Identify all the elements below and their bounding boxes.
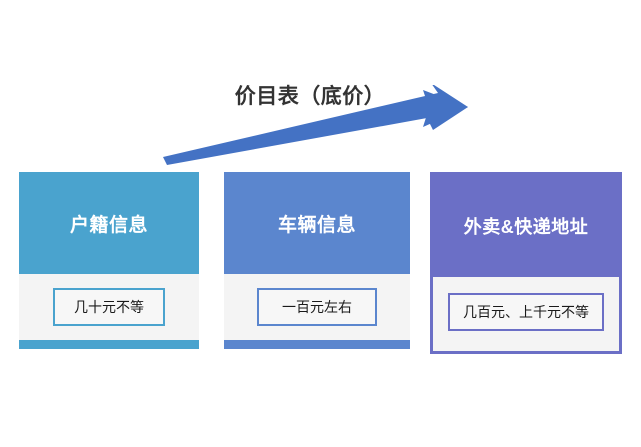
card-body-household-registration: 几十元不等 xyxy=(19,274,199,340)
price-value-delivery-address: 几百元、上千元不等 xyxy=(448,293,604,331)
card-header-delivery-address: 外卖&快递地址 xyxy=(433,175,619,277)
price-card-row: 户籍信息 几十元不等 车辆信息 一百元左右 外卖&快递地址 几百元、上千元不等 xyxy=(19,172,622,357)
price-value-household-registration: 几十元不等 xyxy=(53,288,165,326)
price-value-vehicle-information: 一百元左右 xyxy=(257,288,377,326)
arrow-shape xyxy=(163,85,468,165)
card-body-vehicle-information: 一百元左右 xyxy=(224,274,410,340)
card-footer-bar-household-registration xyxy=(19,340,199,349)
price-card-delivery-address[interactable]: 外卖&快递地址 几百元、上千元不等 xyxy=(430,172,622,354)
upward-trend-arrow xyxy=(155,85,480,165)
card-footer-bar-vehicle-information xyxy=(224,340,410,349)
card-header-household-registration: 户籍信息 xyxy=(19,172,199,274)
card-body-delivery-address: 几百元、上千元不等 xyxy=(433,277,619,347)
price-card-household-registration[interactable]: 户籍信息 几十元不等 xyxy=(19,172,199,349)
page-title: 价目表（底价） xyxy=(234,85,386,108)
arrow-head-icon xyxy=(423,90,468,127)
price-card-vehicle-information[interactable]: 车辆信息 一百元左右 xyxy=(224,172,410,349)
card-header-vehicle-information: 车辆信息 xyxy=(224,172,410,274)
